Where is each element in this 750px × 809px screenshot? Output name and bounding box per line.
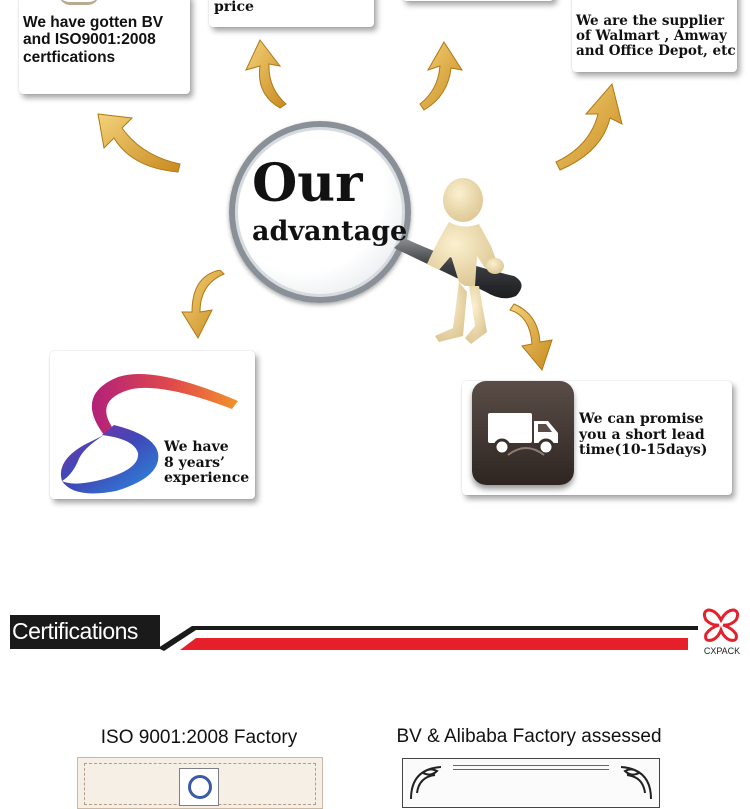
figure-person-icon (427, 178, 504, 344)
arrow-up-right-icon (419, 41, 464, 111)
center-title-our: Our (252, 153, 363, 214)
certifications-heading: Certifications (12, 618, 138, 644)
card-lead-time-text: We can promise you a short lead time(10-… (579, 411, 708, 459)
arrow-down-right-icon (509, 303, 553, 372)
cxpack-logo-text: CXPACK (703, 646, 741, 656)
card-experience: We have 8 years’ experience (50, 351, 255, 499)
truck-tile (472, 381, 574, 485)
arrow-up-right-large-icon (555, 82, 623, 171)
cert-bv-ornament-left-icon (410, 766, 442, 800)
cert-image-iso (77, 757, 323, 809)
card-lead-time: We can promise you a short lead time(10-… (462, 381, 732, 495)
truck-icon (488, 413, 558, 456)
card-supplier: We are the supplier of Walmart , Amway a… (572, 0, 737, 72)
card-certifications: We have gotten BV and ISO9001:2008 certf… (19, 0, 190, 94)
cert-bv-top-rule (453, 765, 609, 770)
cert-iso-emblem-icon (179, 768, 219, 806)
arrow-up-icon (245, 39, 287, 109)
card-top-fragment (402, 0, 554, 1)
card-price-text: can offer you direct price (214, 0, 254, 15)
arrow-up-left-icon (97, 113, 181, 173)
cxpack-logo-icon (702, 608, 740, 642)
arrow-down-left-icon (181, 270, 225, 340)
card-certifications-text: We have gotten BV and ISO9001:2008 certf… (23, 14, 164, 66)
magnifier-lens (229, 121, 411, 303)
card-supplier-text: We are the supplier of Walmart , Amway a… (576, 13, 736, 60)
cert-bv-ornament-right-icon (620, 766, 652, 800)
cert-title-iso: ISO 9001:2008 Factory (100, 727, 298, 748)
center-title-advantage: advantage (252, 216, 408, 247)
cert-image-bv (402, 758, 660, 808)
heading-divider-stripes (158, 626, 698, 651)
card-experience-text: We have 8 years’ experience (164, 439, 250, 487)
cert-title-bv: BV & Alibaba Factory assessed (396, 726, 662, 747)
eight-years-logo-icon (60, 374, 239, 494)
card-top-image-fragment (59, 0, 99, 5)
certifications-heading-box: Certifications (10, 615, 160, 649)
card-price: can offer you direct price (209, 0, 374, 27)
